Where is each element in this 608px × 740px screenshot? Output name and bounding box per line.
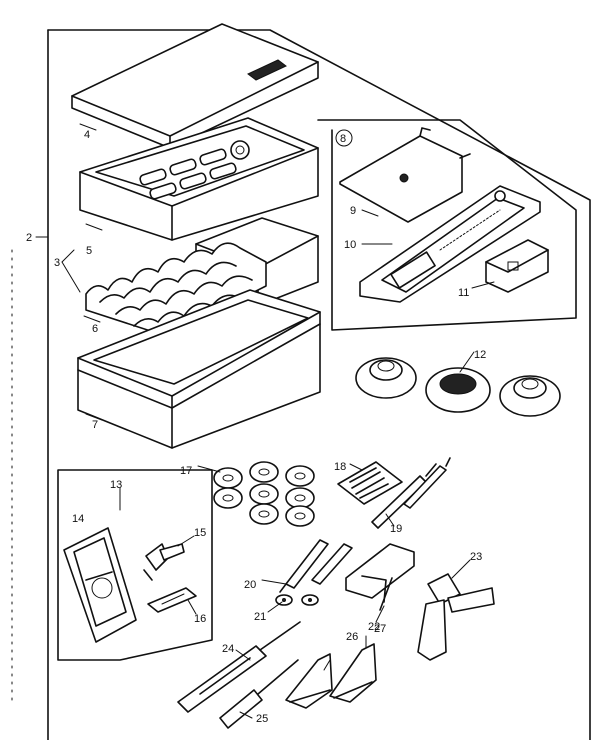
bobbins bbox=[213, 461, 315, 527]
slide-plate bbox=[339, 127, 471, 223]
callout-9: 9 bbox=[350, 205, 356, 217]
key-part bbox=[143, 543, 185, 581]
presser-foot-26 bbox=[285, 653, 333, 709]
callout-7: 7 bbox=[92, 419, 98, 431]
callout-16: 16 bbox=[194, 613, 206, 625]
callout-27: 27 bbox=[374, 623, 386, 635]
small-screwdriver bbox=[219, 659, 299, 729]
callout-18: 18 bbox=[334, 461, 346, 473]
callout-4: 4 bbox=[84, 129, 90, 141]
callout-17: 17 bbox=[180, 465, 192, 477]
cam-discs bbox=[355, 357, 561, 417]
callout-23: 23 bbox=[470, 551, 482, 563]
panel-13 bbox=[57, 469, 213, 661]
group-bracket-3 bbox=[61, 249, 81, 293]
leader-lines bbox=[79, 123, 495, 719]
bobbin-slots bbox=[139, 148, 237, 200]
callout-19: 19 bbox=[390, 523, 402, 535]
presser-foot-23 bbox=[417, 573, 495, 661]
callout-11: 11 bbox=[458, 287, 469, 299]
callout-12: 12 bbox=[474, 349, 486, 361]
callout-24: 24 bbox=[222, 643, 234, 655]
callout-3: 3 bbox=[54, 257, 60, 269]
blade-part bbox=[147, 587, 197, 613]
callout-labels: 2 3 4 5 6 7 8 9 10 11 12 13 14 15 16 17 … bbox=[26, 129, 486, 725]
callout-5: 5 bbox=[86, 245, 92, 257]
felt-discs bbox=[275, 594, 319, 606]
callout-21: 21 bbox=[254, 611, 266, 623]
small-tools bbox=[371, 457, 451, 529]
callout-22: 22 bbox=[368, 621, 380, 633]
upper-tray bbox=[79, 117, 319, 241]
callout-25: 25 bbox=[256, 713, 268, 725]
wavy-insert bbox=[85, 242, 267, 337]
presser-foot-27 bbox=[329, 643, 377, 703]
tool-pair bbox=[279, 539, 353, 593]
callout-15: 15 bbox=[194, 527, 206, 539]
callout-13: 13 bbox=[110, 479, 122, 491]
callout-10: 10 bbox=[344, 239, 356, 251]
callout-2: 2 bbox=[26, 232, 32, 244]
callout-8: 8 bbox=[340, 133, 346, 145]
small-block bbox=[485, 239, 549, 293]
needle-plate-long bbox=[359, 185, 541, 303]
callout-26: 26 bbox=[346, 631, 358, 643]
needle-pack bbox=[337, 461, 403, 505]
bottom-box bbox=[77, 289, 321, 449]
callout-6: 6 bbox=[92, 323, 98, 335]
callout-20: 20 bbox=[244, 579, 256, 591]
panel-8 bbox=[317, 119, 577, 331]
hemmer-foot bbox=[345, 543, 415, 611]
callout-14: 14 bbox=[72, 513, 84, 525]
buttonhole-case bbox=[63, 527, 137, 643]
box-lid bbox=[71, 23, 319, 149]
screwdriver bbox=[177, 621, 301, 713]
diagram-frame bbox=[11, 29, 591, 740]
